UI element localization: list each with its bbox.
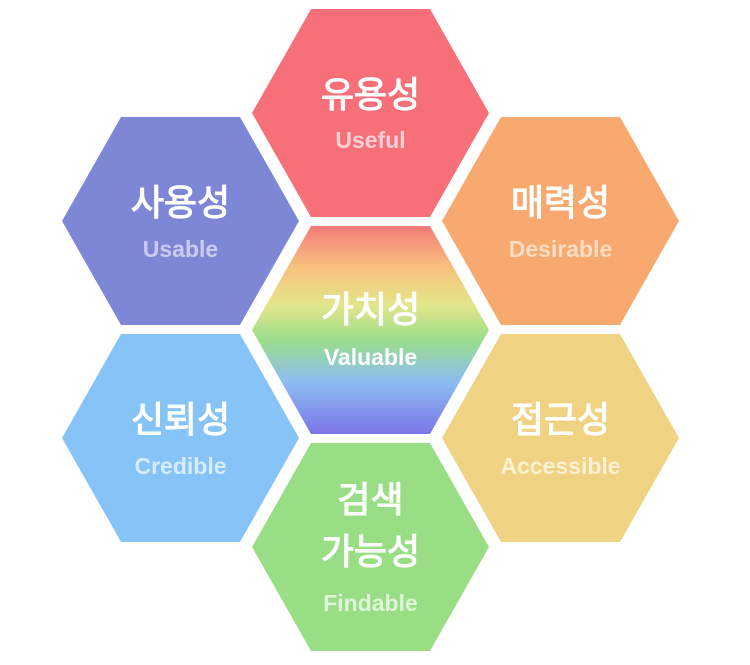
- hex-credible-subtitle: Credible: [134, 453, 226, 479]
- hex-accessible-shape: [442, 334, 679, 542]
- hex-useful-subtitle: Useful: [335, 127, 405, 153]
- hex-valuable-shape: [252, 226, 489, 434]
- hex-credible: 신뢰성 Credible: [62, 334, 299, 542]
- hex-findable-title-line2: 가능성: [321, 532, 420, 573]
- hex-valuable-subtitle: Valuable: [324, 344, 417, 370]
- hex-accessible-subtitle: Accessible: [500, 453, 620, 479]
- hex-accessible: 접근성 Accessible: [442, 334, 679, 542]
- hex-desirable-title: 매력성: [511, 183, 610, 224]
- hex-findable-title-line1: 검색: [337, 480, 403, 521]
- hex-desirable-subtitle: Desirable: [509, 236, 613, 262]
- hex-desirable-shape: [442, 117, 679, 325]
- hex-findable-subtitle: Findable: [323, 590, 418, 616]
- hex-findable: 검색 가능성 Findable: [252, 443, 489, 651]
- hex-useful-title: 유용성: [321, 75, 420, 116]
- hex-credible-shape: [62, 334, 299, 542]
- hex-findable-shape: [252, 443, 489, 651]
- hex-usable-title: 사용성: [131, 183, 230, 224]
- hex-useful: 유용성 Useful: [252, 9, 489, 217]
- hex-desirable: 매력성 Desirable: [442, 117, 679, 325]
- hex-usable-subtitle: Usable: [143, 236, 218, 262]
- hex-accessible-title: 접근성: [511, 400, 610, 441]
- hex-valuable: 가치성 Valuable: [252, 226, 489, 434]
- hex-useful-shape: [252, 9, 489, 217]
- hex-usable-shape: [62, 117, 299, 325]
- hex-valuable-title: 가치성: [321, 290, 420, 331]
- hex-usable: 사용성 Usable: [62, 117, 299, 325]
- hex-credible-title: 신뢰성: [131, 400, 230, 441]
